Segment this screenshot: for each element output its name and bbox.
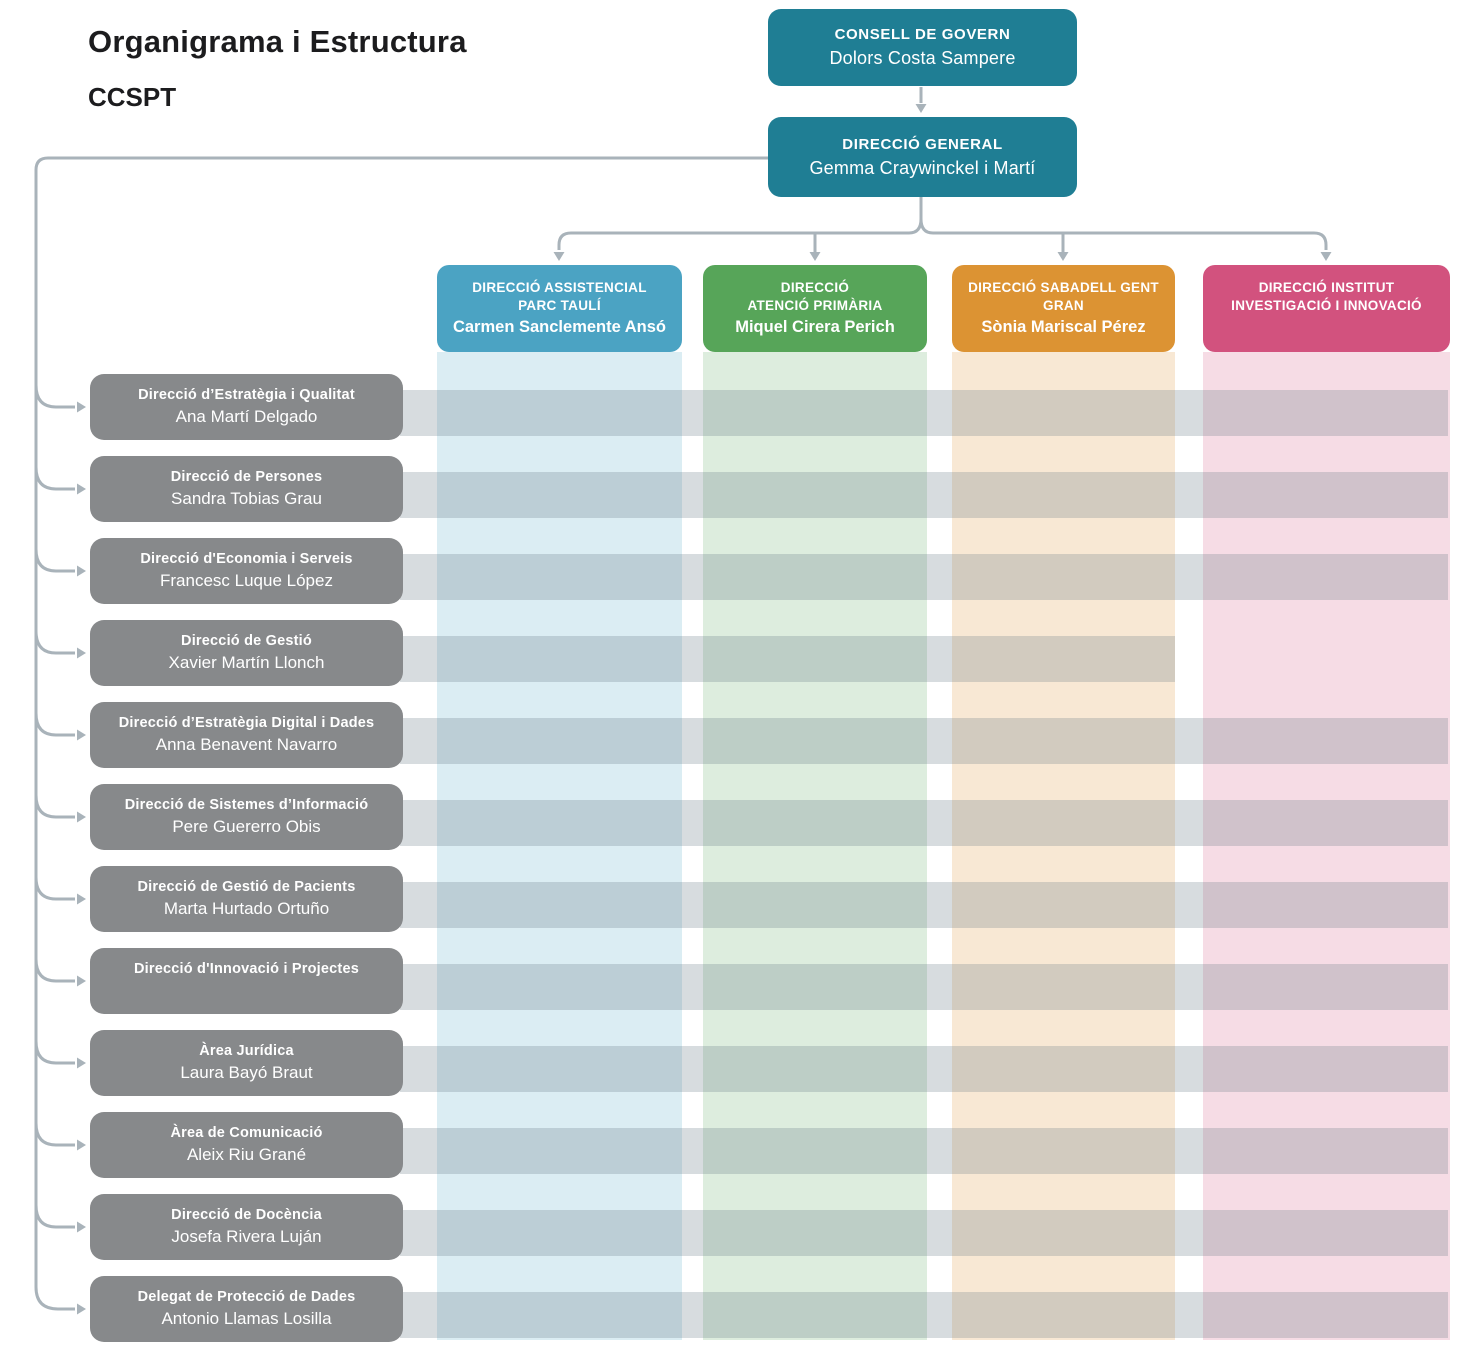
row-node-area-juridica: Àrea Jurídica Laura Bayó Braut — [90, 1030, 403, 1096]
row-person: Xavier Martín Llonch — [168, 652, 325, 672]
row-node-estrategia-digital: Direcció d’Estratègia Digital i Dades An… — [90, 702, 403, 768]
row-highlight-band — [400, 554, 1448, 600]
row-person: Josefa Rivera Luján — [171, 1226, 322, 1246]
column-role: DIRECCIÓ INSTITUT INVESTIGACIÓ I INNOVAC… — [1231, 279, 1422, 313]
row-node-estrategia-qualitat: Direcció d’Estratègia i Qualitat Ana Mar… — [90, 374, 403, 440]
column-person: Sònia Mariscal Pérez — [981, 318, 1146, 337]
column-header-sabadell-gent-gran: DIRECCIÓ SABADELL GENT GRAN Sònia Marisc… — [952, 265, 1175, 352]
row-highlight-band — [400, 472, 1448, 518]
row-highlight-band — [400, 1128, 1448, 1174]
node-direccio-general: DIRECCIÓ GENERAL Gemma Craywinckel i Mar… — [768, 117, 1077, 197]
column-role: DIRECCIÓ ASSISTENCIAL PARC TAULÍ — [472, 279, 647, 313]
row-person: Marta Hurtado Ortuño — [163, 898, 330, 918]
row-role: Direcció de Gestió de Pacients — [137, 878, 356, 895]
column-person: Carmen Sanclemente Ansó — [452, 318, 667, 337]
row-node-gestio: Direcció de Gestió Xavier Martín Llonch — [90, 620, 403, 686]
page-title: Organigrama i Estructura — [88, 24, 467, 59]
row-node-sistemes-informacio: Direcció de Sistemes d’Informació Pere G… — [90, 784, 403, 850]
row-highlight-band — [400, 718, 1448, 764]
row-highlight-band — [400, 390, 1448, 436]
column-role: DIRECCIÓ ATENCIÓ PRIMÀRIA — [747, 279, 883, 313]
row-node-persones: Direcció de Persones Sandra Tobias Grau — [90, 456, 403, 522]
column-tint-band-sabadell-gent-gran — [952, 352, 1175, 1340]
page-subtitle: CCSPT — [88, 82, 177, 112]
row-role: Direcció d'Innovació i Projectes — [133, 960, 359, 977]
row-role: Direcció de Sistemes d’Informació — [124, 796, 369, 813]
row-role: Delegat de Protecció de Dades — [137, 1288, 356, 1305]
row-person: Sandra Tobias Grau — [171, 488, 322, 508]
row-highlight-band — [400, 882, 1448, 928]
column-role: DIRECCIÓ SABADELL GENT GRAN — [968, 279, 1159, 313]
column-header-atencio-primaria: DIRECCIÓ ATENCIÓ PRIMÀRIA Miquel Cirera … — [703, 265, 927, 352]
row-node-gestio-pacients: Direcció de Gestió de Pacients Marta Hur… — [90, 866, 403, 932]
row-role: Direcció de Gestió — [181, 632, 312, 649]
column-tint-band-institut-investigacio — [1203, 352, 1450, 1340]
row-person: Ana Martí Delgado — [175, 406, 318, 426]
row-node-area-comunicacio: Àrea de Comunicació Aleix Riu Grané — [90, 1112, 403, 1178]
row-role: Direcció d’Estratègia Digital i Dades — [118, 714, 375, 731]
row-role: Direcció de Persones — [170, 468, 323, 485]
row-role: Direcció de Docència — [171, 1206, 322, 1223]
node-consell-de-govern: CONSELL DE GOVERN Dolors Costa Sampere — [768, 9, 1077, 86]
column-header-parc-tauli: DIRECCIÓ ASSISTENCIAL PARC TAULÍ Carmen … — [437, 265, 682, 352]
row-highlight-band — [400, 1046, 1448, 1092]
row-person: Anna Benavent Navarro — [155, 734, 338, 754]
row-node-innovacio-projectes: Direcció d'Innovació i Projectes — [90, 948, 403, 1014]
row-person: Aleix Riu Grané — [186, 1144, 307, 1164]
row-highlight-band — [400, 800, 1448, 846]
row-highlight-band — [400, 636, 1175, 682]
row-role: Àrea de Comunicació — [170, 1124, 323, 1141]
row-person: Antonio Llamas Losilla — [161, 1308, 332, 1328]
column-person: Miquel Cirera Perich — [735, 318, 895, 337]
node-role: DIRECCIÓ GENERAL — [842, 135, 1003, 153]
row-node-economia-serveis: Direcció d'Economia i Serveis Francesc L… — [90, 538, 403, 604]
node-person: Dolors Costa Sampere — [829, 48, 1016, 68]
row-person: Pere Guererro Obis — [172, 816, 321, 836]
node-role: CONSELL DE GOVERN — [834, 26, 1011, 43]
row-role: Àrea Jurídica — [199, 1042, 294, 1059]
row-role: Direcció d'Economia i Serveis — [140, 550, 353, 567]
row-highlight-band — [400, 1210, 1448, 1256]
row-highlight-band — [400, 964, 1448, 1010]
row-role: Direcció d’Estratègia i Qualitat — [138, 386, 355, 403]
column-header-institut-investigacio: DIRECCIÓ INSTITUT INVESTIGACIÓ I INNOVAC… — [1203, 265, 1450, 352]
row-node-proteccio-dades: Delegat de Protecció de Dades Antonio Ll… — [90, 1276, 403, 1342]
row-node-docencia: Direcció de Docència Josefa Rivera Luján — [90, 1194, 403, 1260]
row-highlight-band — [400, 1292, 1448, 1338]
node-person: Gemma Craywinckel i Martí — [809, 157, 1036, 178]
row-person: Laura Bayó Braut — [180, 1062, 313, 1082]
row-person: Francesc Luque López — [160, 570, 333, 590]
